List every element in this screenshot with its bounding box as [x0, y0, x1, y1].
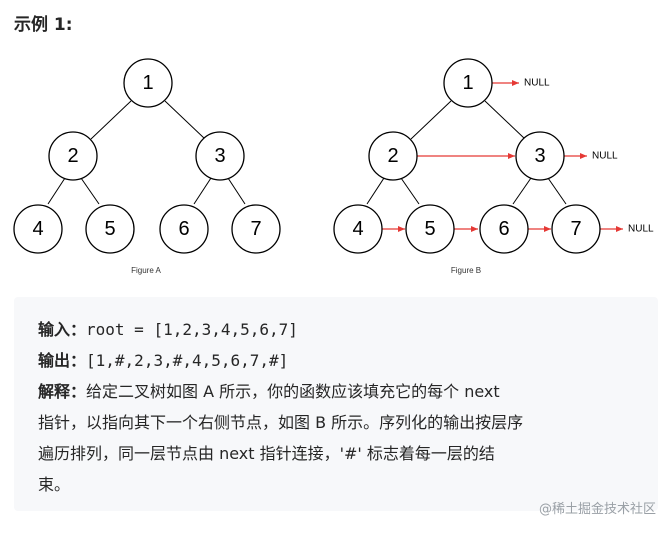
figure-a-nodes: 1 2 3 4 5 6 7	[13, 58, 281, 254]
explanation-label: 解释：	[38, 382, 87, 401]
figure-b-nodes: 1 2 3 4 5 6 7	[333, 58, 601, 254]
svg-text:3: 3	[214, 145, 225, 167]
figure-a-node-2: 2	[48, 131, 98, 181]
explanation-line-3: 遍历排列，同一层节点由 next 指针连接，'#' 标志着每一层的结	[38, 444, 495, 463]
figure-b-node-3: 3	[515, 131, 565, 181]
explanation-line-4: 束。	[38, 475, 71, 494]
figure-a-node-5: 5	[85, 204, 135, 254]
explanation-row: 解释：给定二叉树如图 A 所示，你的函数应该填充它的每个 next	[38, 376, 634, 407]
svg-text:7: 7	[250, 218, 261, 240]
null-label-level-1: NULL	[524, 78, 550, 89]
input-value: root = [1,2,3,4,5,6,7]	[86, 320, 298, 339]
svg-text:4: 4	[32, 218, 43, 240]
input-row: 输入：root = [1,2,3,4,5,6,7]	[38, 314, 634, 345]
svg-text:5: 5	[104, 218, 115, 240]
figure-b-node-1: 1	[443, 58, 493, 108]
null-label-level-2: NULL	[592, 151, 618, 162]
output-value: [1,#,2,3,#,4,5,6,7,#]	[86, 351, 289, 370]
figure-b-node-6: 6	[479, 204, 529, 254]
svg-text:5: 5	[424, 218, 435, 240]
tree-figures: 1 2 3 4 5 6 7 Figure A NULL NULL NULL 1 …	[13, 58, 654, 275]
null-label-level-3: NULL	[628, 224, 654, 235]
figure-b-node-5: 5	[405, 204, 455, 254]
input-label: 输入：	[38, 320, 87, 339]
figure-b-next-pointers	[382, 80, 623, 232]
figure-b-node-7: 7	[551, 204, 601, 254]
figure-a-edges	[47, 100, 246, 205]
example-heading: 示例 1:	[14, 15, 73, 35]
svg-text:4: 4	[352, 218, 363, 240]
figure-b-edges	[366, 100, 567, 205]
svg-text:2: 2	[387, 145, 398, 167]
figure-a-caption: Figure A	[131, 266, 161, 275]
figure-a-node-1: 1	[123, 58, 173, 108]
svg-text:6: 6	[178, 218, 189, 240]
figure-a-node-4: 4	[13, 204, 63, 254]
watermark: @稀土掘金技术社区	[538, 502, 656, 517]
svg-text:2: 2	[67, 145, 78, 167]
explanation-line-2: 指针，以指向其下一个右侧节点，如图 B 所示。序列化的输出按层序	[38, 413, 524, 432]
figure-a-node-3: 3	[195, 131, 245, 181]
output-row: 输出：[1,#,2,3,#,4,5,6,7,#]	[38, 345, 634, 376]
output-label: 输出：	[38, 351, 87, 370]
svg-text:6: 6	[498, 218, 509, 240]
svg-text:3: 3	[534, 145, 545, 167]
figure-b-caption: Figure B	[451, 266, 481, 275]
svg-text:1: 1	[142, 72, 153, 94]
figure-b-node-4: 4	[333, 204, 383, 254]
explanation-line-1: 给定二叉树如图 A 所示，你的函数应该填充它的每个 next	[86, 382, 500, 401]
example-box: 输入：root = [1,2,3,4,5,6,7] 输出：[1,#,2,3,#,…	[14, 297, 658, 511]
figure-a-node-7: 7	[231, 204, 281, 254]
svg-text:7: 7	[570, 218, 581, 240]
figure-b-node-2: 2	[368, 131, 418, 181]
figure-a-node-6: 6	[159, 204, 209, 254]
svg-text:1: 1	[462, 72, 473, 94]
